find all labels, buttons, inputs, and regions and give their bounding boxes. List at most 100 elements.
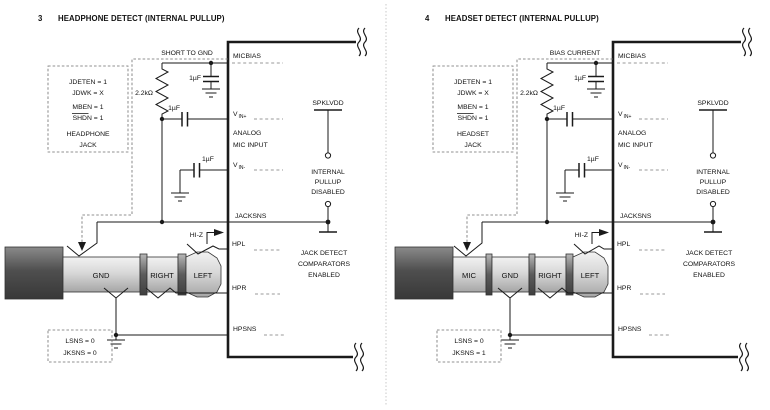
comparator-note-2: COMPARATORS (298, 261, 351, 268)
ic-outline (226, 27, 368, 372)
plug-segment-label: GND (93, 271, 110, 280)
vin-minus-cap-value: 1µF (587, 156, 599, 163)
micbias-branch: MICBIAS 2.2kΩ 1µF (135, 53, 283, 119)
vin-plus-cap-value: 1µF (553, 105, 565, 112)
vin-minus-cap-value: 1µF (202, 156, 214, 163)
jack-type-label: HEADSET (457, 131, 489, 138)
switch-contact-top (324, 152, 332, 159)
mben-setting: MBEN = 1 (72, 104, 103, 111)
figure-number: 4 (425, 14, 430, 23)
detect-region-box: BIAS CURRENT (463, 50, 613, 251)
trrs-plug: MIC GND RIGHT LEFT (394, 222, 613, 349)
top-note-label: BIAS CURRENT (550, 50, 601, 57)
hiz-annotation: HI-Z (575, 229, 609, 244)
ground-icon (556, 192, 574, 202)
hiz-label: HI-Z (575, 232, 588, 239)
pin-micbias: MICBIAS (233, 53, 261, 60)
plug-ring-separator (177, 253, 187, 296)
figure-number: 3 (38, 14, 43, 23)
plug-segment-label: LEFT (581, 271, 600, 280)
pin-hpr: HPR (232, 285, 246, 292)
plug-ring-separator (485, 253, 493, 296)
plug-tip-left (185, 251, 222, 298)
plug-segment-label: MIC (462, 271, 476, 280)
status-box: LSNS = 0 JKSNS = 0 (47, 329, 113, 363)
lsns-status: LSNS = 0 (454, 338, 484, 345)
jacksns-net: JACKSNS (97, 119, 331, 225)
comparator-note-3: ENABLED (693, 272, 725, 279)
trs-plug: GND RIGHT LEFT (4, 222, 228, 349)
pullup-state-1: INTERNAL (311, 169, 345, 176)
pin-hpl: HPL (617, 241, 630, 248)
plug-ring-right (146, 256, 179, 293)
pin-vin-minus: V (618, 162, 623, 169)
internal-pullup-switch: SPKLVDD INTERNAL PULLUP DISABLED JACK DE… (683, 100, 736, 279)
figure-title: HEADSET DETECT (INTERNAL PULLUP) (445, 14, 599, 23)
jdeten-setting: JDETEN = 1 (69, 79, 107, 86)
jack-type-label: HEADPHONE (66, 131, 110, 138)
pin-vin-plus: V (233, 111, 238, 118)
analog-mic-label-1: ANALOG (233, 130, 261, 137)
shdn-setting: SHDN = 1 (458, 115, 489, 122)
shdn-setting: SHDN = 1 (73, 115, 104, 122)
mic-top-contact (453, 222, 483, 257)
figure-title: HEADPHONE DETECT (INTERNAL PULLUP) (58, 14, 225, 23)
pin-vin-plus: V (618, 111, 623, 118)
pin-hpsns: HPSNS (618, 326, 642, 333)
pin-vin-minus-sub: IN- (624, 165, 631, 171)
jack-word-label: JACK (464, 142, 482, 149)
plug-handle (394, 246, 454, 300)
pullup-resistor (154, 63, 170, 119)
detect-arrow-icon (463, 242, 471, 251)
condition-box: JDETEN = 1 JDWK = X MBEN = 1 SHDN = 1 HE… (47, 65, 129, 153)
ground-icon (501, 335, 519, 349)
panel-headphone-detect: 3 HEADPHONE DETECT (INTERNAL PULLUP) SHO… (4, 14, 368, 372)
jksns-status: JKSNS = 0 (63, 350, 97, 357)
detect-arrow-icon (78, 242, 86, 251)
pin-hpl: HPL (232, 241, 245, 248)
vin-plus-branch: 1µF V IN+ ANALOG MIC INPUT (159, 105, 283, 149)
analog-mic-label-1: ANALOG (618, 130, 646, 137)
pullup-state-2: PULLUP (315, 179, 342, 186)
pin-vin-minus-sub: IN- (239, 165, 246, 171)
comparator-note-1: JACK DETECT (686, 250, 732, 257)
plug-sleeve-gnd (62, 256, 141, 293)
hiz-annotation: HI-Z (190, 229, 224, 244)
vin-plus-cap-value: 1µF (168, 105, 180, 112)
spklvdd-rail-label: SPKLVDD (312, 100, 343, 107)
ground-icon (587, 88, 605, 98)
pullup-state-3: DISABLED (311, 189, 345, 196)
resistor-value: 2.2kΩ (135, 90, 153, 97)
plug-segment-label: RIGHT (150, 271, 174, 280)
pin-micbias: MICBIAS (618, 53, 646, 60)
pin-hpsns: HPSNS (233, 326, 257, 333)
plug-segment-label: RIGHT (538, 271, 562, 280)
lsns-status: LSNS = 0 (65, 338, 95, 345)
micbias-branch: MICBIAS 2.2kΩ 1µF (520, 53, 668, 119)
pin-vin-plus-sub: IN+ (624, 114, 632, 120)
jacksns-net: JACKSNS (482, 119, 716, 225)
ground-icon (202, 88, 220, 98)
comparator-note-3: ENABLED (308, 272, 340, 279)
mben-setting: MBEN = 1 (457, 104, 488, 111)
ic-outline (611, 27, 753, 372)
comparator-note-2: COMPARATORS (683, 261, 736, 268)
status-box: LSNS = 0 JKSNS = 1 (436, 329, 502, 363)
hp-pins: HPL HPR HPSNS (507, 241, 671, 338)
pin-hpr: HPR (617, 285, 631, 292)
plug-tip-left (572, 251, 609, 298)
hiz-label: HI-Z (190, 232, 203, 239)
internal-pullup-switch: SPKLVDD INTERNAL PULLUP DISABLED JACK DE… (298, 100, 351, 279)
analog-mic-label-2: MIC INPUT (233, 142, 268, 149)
plug-ring-right (534, 256, 567, 293)
condition-box: JDETEN = 1 JDWK = X MBEN = 1 SHDN = 1 HE… (432, 65, 514, 153)
tip-top-contact (573, 243, 613, 255)
switch-contact-bottom (324, 200, 332, 208)
ground-icon (107, 335, 125, 349)
plug-ring-separator (565, 253, 574, 296)
top-note-label: SHORT TO GND (161, 50, 213, 57)
pullup-state-1: INTERNAL (696, 169, 730, 176)
pin-vin-plus-sub: IN+ (239, 114, 247, 120)
sleeve-top-contact (66, 222, 98, 257)
